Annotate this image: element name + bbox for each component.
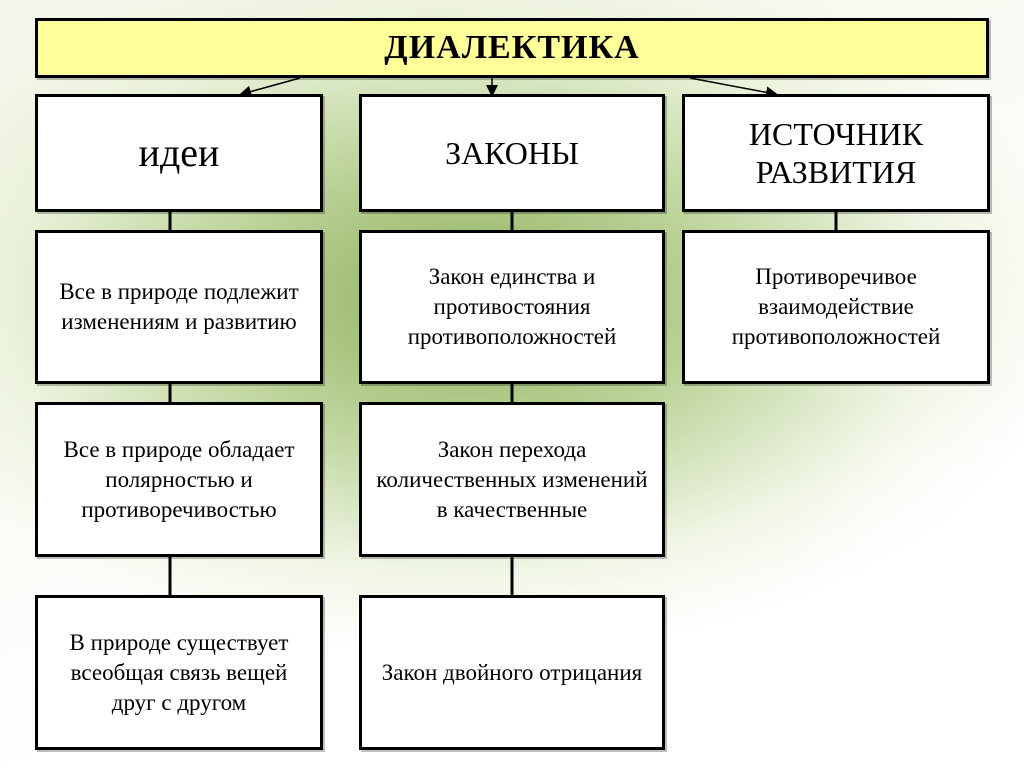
source-item-1: Противоречивое взаимодействие противопол… (682, 230, 990, 384)
laws-item-1: Закон единства и противостояния противоп… (359, 230, 665, 384)
diagram-title-text: ДИАЛЕКТИКА (384, 29, 640, 66)
source-item-1-text: Противоречивое взаимодействие противопол… (731, 264, 941, 349)
laws-item-3: Закон двойного отрицания (359, 595, 665, 750)
header-ideas-text: идеи (138, 130, 220, 175)
header-source: ИСТОЧНИК РАЗВИТИЯ (682, 94, 990, 212)
ideas-item-1: Все в природе подлежит изменениям и разв… (35, 230, 323, 384)
ideas-item-2: Все в природе обладает полярностью и про… (35, 402, 323, 557)
header-laws-text: ЗАКОНЫ (445, 135, 579, 171)
ideas-item-3: В природе существует всеобщая связь веще… (35, 595, 323, 750)
header-laws: ЗАКОНЫ (359, 94, 665, 212)
diagram-title: ДИАЛЕКТИКА (35, 18, 989, 78)
arrow-to-source (689, 77, 778, 99)
header-ideas: идеи (35, 94, 323, 212)
laws-item-1-text: Закон единства и противостояния противоп… (407, 264, 617, 349)
laws-item-3-text: Закон двойного отрицания (381, 659, 643, 685)
laws-item-2-text: Закон перехода количественных изменений … (376, 436, 648, 522)
ideas-item-2-text: Все в природе обладает полярностью и про… (63, 436, 295, 522)
ideas-item-3-text: В природе существует всеобщая связь веще… (69, 629, 289, 715)
header-source-text: ИСТОЧНИК РАЗВИТИЯ (748, 116, 924, 190)
arrow-to-ideas (239, 77, 301, 98)
laws-item-2: Закон перехода количественных изменений … (359, 402, 665, 557)
ideas-item-1-text: Все в природе подлежит изменениям и разв… (59, 279, 299, 334)
